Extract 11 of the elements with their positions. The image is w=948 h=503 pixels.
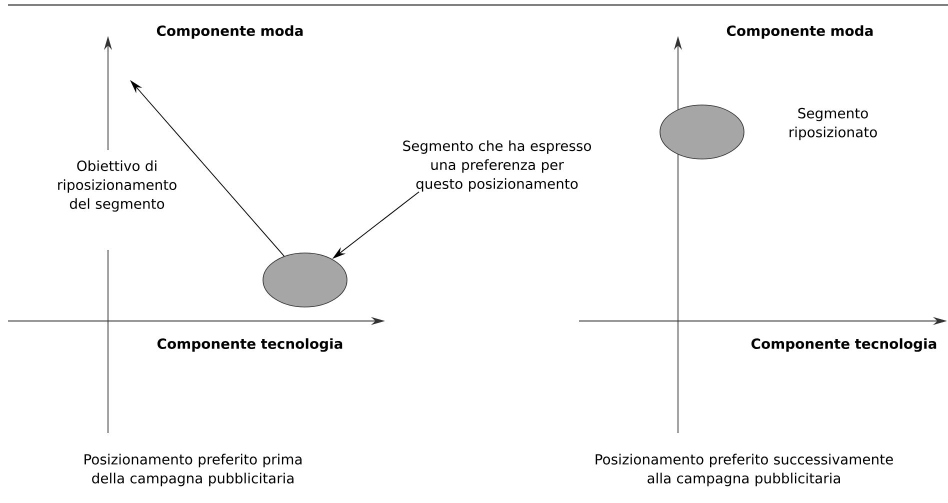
segment-ellipse [262,252,348,308]
axis-title: Componente tecnologia [751,338,936,352]
axis-title: Componente tecnologia [157,338,342,352]
segment-ellipse [660,104,744,160]
axis-title: Componente moda [156,25,303,39]
caption-text: Posizionamento preferito prima della campagna pubblicitaria [84,454,302,486]
caption-text: Posizionamento preferito successivamente alla campagna pubblicitaria [596,454,893,486]
callout-text: Segmento che ha espresso una preferenza per questo posizionamento [403,140,591,192]
segment-label: Segmento riposizionato [790,108,877,140]
annotation-text: Obiettivo di riposizionamento del segmento [58,160,176,212]
axis-title: Componente moda [726,25,873,39]
